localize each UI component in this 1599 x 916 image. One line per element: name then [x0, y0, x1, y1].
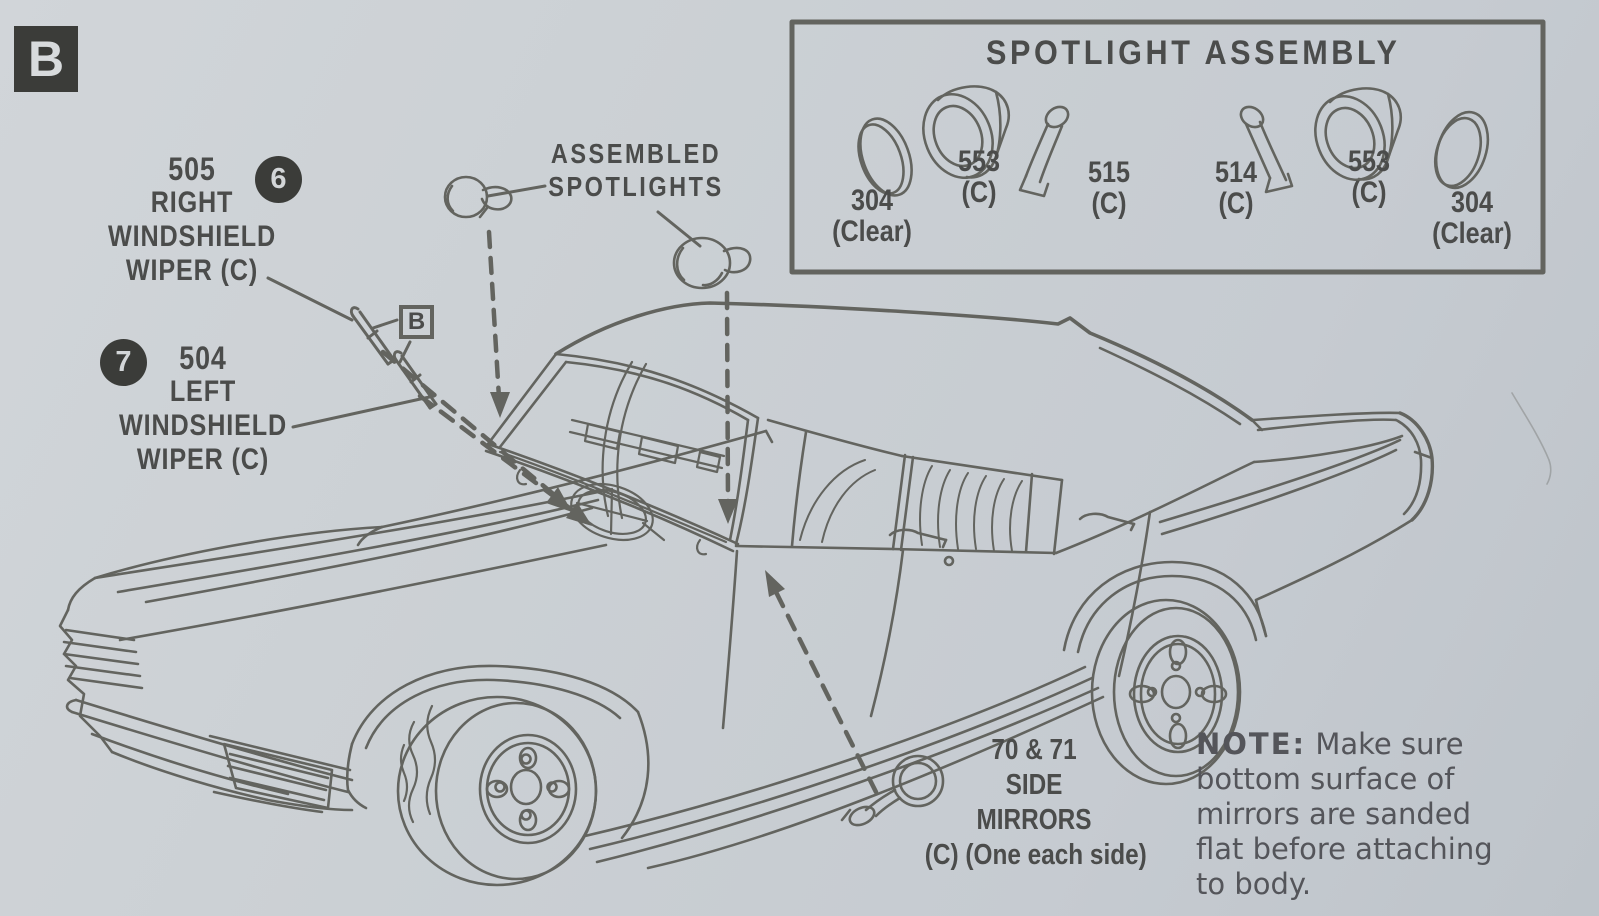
rear-wheel: [1062, 560, 1268, 786]
assembled-spotlight-right: [672, 236, 752, 290]
label-assembled-spotlights: ASSEMBLED SPOTLIGHTS: [548, 138, 724, 202]
part-label-304-right: 304 (Clear): [1432, 186, 1512, 250]
attachment-b-badge: B: [399, 305, 434, 339]
part-label-553-right: 553 (C): [1347, 145, 1391, 209]
car-doors: [721, 510, 1152, 730]
note-text: NOTE: Make sure bottom surface of mirror…: [1196, 727, 1493, 901]
left-wiper-part-number: 504: [179, 340, 227, 376]
callout-6-badge: 6: [255, 156, 302, 203]
spotlight-box-border: [789, 19, 1546, 275]
part-label-304-left: 304 (Clear): [832, 184, 912, 248]
car-rear-end: [1158, 411, 1435, 638]
part-housing-553-right: [1314, 87, 1402, 182]
assembled-spotlight-left: [443, 175, 513, 219]
front-wheel: [345, 664, 650, 887]
part-label-514: 514 (C): [1214, 156, 1258, 220]
assembly-arrows: [380, 229, 879, 795]
note-prefix: NOTE:: [1196, 727, 1307, 761]
step-letter-badge: B: [14, 26, 78, 92]
part-lens-304-left: [857, 117, 913, 197]
car-front-end: [58, 576, 354, 814]
car-interior: [498, 360, 728, 556]
spotlight-box-title: SPOTLIGHT ASSEMBLY: [986, 34, 1401, 72]
callout-7-badge: 7: [100, 339, 147, 386]
car-hood: [93, 429, 774, 642]
arrowheads: [490, 392, 785, 597]
part-label-515: 515 (C): [1087, 156, 1131, 220]
car-rocker-trim: [583, 665, 1105, 870]
right-wiper-part-number: 505: [168, 151, 216, 187]
leader-lines: [266, 184, 702, 429]
part-housing-553-left: [922, 85, 1010, 180]
part-bracket-514: [1239, 105, 1294, 194]
side-mirror-part: [840, 754, 945, 827]
label-side-mirrors: 70 & 71 SIDE MIRRORS (C) (One each side): [924, 734, 1147, 871]
paper-crease: [1511, 392, 1552, 485]
car-illustration: [58, 301, 1435, 887]
part-lens-304-right: [1433, 110, 1490, 190]
car-side-glass: [734, 418, 1256, 556]
part-bracket-515: [1018, 105, 1070, 198]
label-right-wiper: 505 RIGHT WINDSHIELD WIPER (C): [83, 152, 301, 288]
part-label-553-left: 553 (C): [957, 145, 1001, 209]
label-left-wiper: 504 LEFT WINDSHIELD WIPER (C): [94, 341, 312, 477]
